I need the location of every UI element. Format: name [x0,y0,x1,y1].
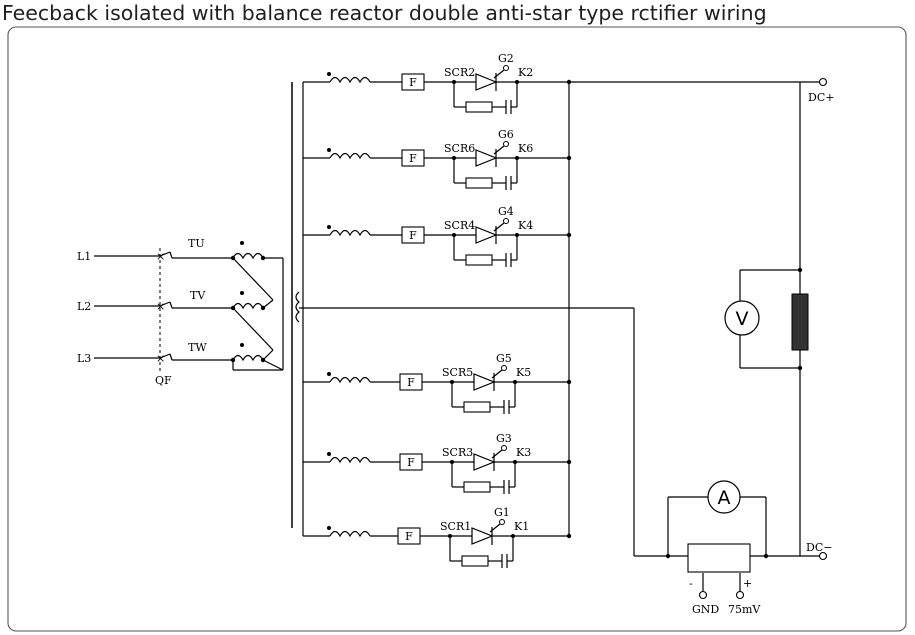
page-title: Feecback isolated with balance reactor d… [2,1,767,25]
gate-label: G1 [494,506,510,519]
cathode-label: K5 [516,366,531,379]
input-l3-label: L3 [77,352,91,365]
shunt-plus-label: + [743,577,752,590]
shunt-minus-label: - [689,577,693,590]
voltmeter: V [724,300,760,336]
cathode-label: K6 [518,142,533,155]
snubber-resistor [465,254,493,266]
snubber-resistor [463,481,491,493]
fuse-label: F [407,456,415,469]
snubber-resistor [461,555,489,567]
input-l2-label: L2 [77,300,91,313]
snubber-resistor [465,101,493,113]
scr-symbol [475,226,498,244]
fuse-label: F [409,229,417,242]
scr-symbol [473,373,496,391]
gate-label: G4 [498,205,514,218]
fuse-label: F [409,152,417,165]
scr-symbol [473,453,496,471]
gate-label: G6 [498,128,514,141]
static-wiring: × × × [94,77,828,600]
scr-label: SCR1 [440,520,471,533]
scr-label: SCR3 [442,446,473,459]
fuse-label: F [407,376,415,389]
snubber-resistor [465,177,493,189]
snubber-resistor [463,401,491,413]
ammeter-label: A [718,487,731,509]
scr-symbol [471,527,494,545]
tap-tu-label: TU [188,237,205,250]
svg-text:×: × [156,300,165,313]
scr-symbol [475,73,498,91]
scr-label: SCR2 [444,66,475,79]
gnd-label: GND [692,603,719,616]
voltmeter-label: V [736,308,749,330]
scr-symbol [475,149,498,167]
breaker-label: QF [155,374,172,387]
ammeter: A [707,480,741,514]
svg-text:×: × [156,352,165,365]
gate-label: G2 [498,52,514,65]
diagram-frame [7,26,907,632]
dc-positive-label: DC+ [808,91,834,104]
gate-label: G5 [496,352,512,365]
fuse-label: F [409,76,417,89]
scr-label: SCR5 [442,366,473,379]
cathode-label: K4 [518,219,533,232]
rectifier-branches: FSCR2G2K2FSCR6G6K6FSCR4G4K4FSCR5G5K5FSCR… [303,52,572,568]
dc-negative-label: DC− [806,541,832,554]
tap-tw-label: TW [188,341,207,354]
cathode-label: K3 [516,446,531,459]
fuse-label: F [405,530,413,543]
scr-label: SCR6 [444,142,475,155]
input-l1-label: L1 [77,250,91,263]
load-resistor [791,293,809,351]
scr-label: SCR4 [444,219,475,232]
cathode-label: K1 [514,520,529,533]
shunt [687,543,751,573]
gate-label: G3 [496,432,512,445]
signal-label: 75mV [728,603,761,616]
cathode-label: K2 [518,66,533,79]
svg-text:×: × [156,250,165,263]
tap-tv-label: TV [190,289,206,302]
